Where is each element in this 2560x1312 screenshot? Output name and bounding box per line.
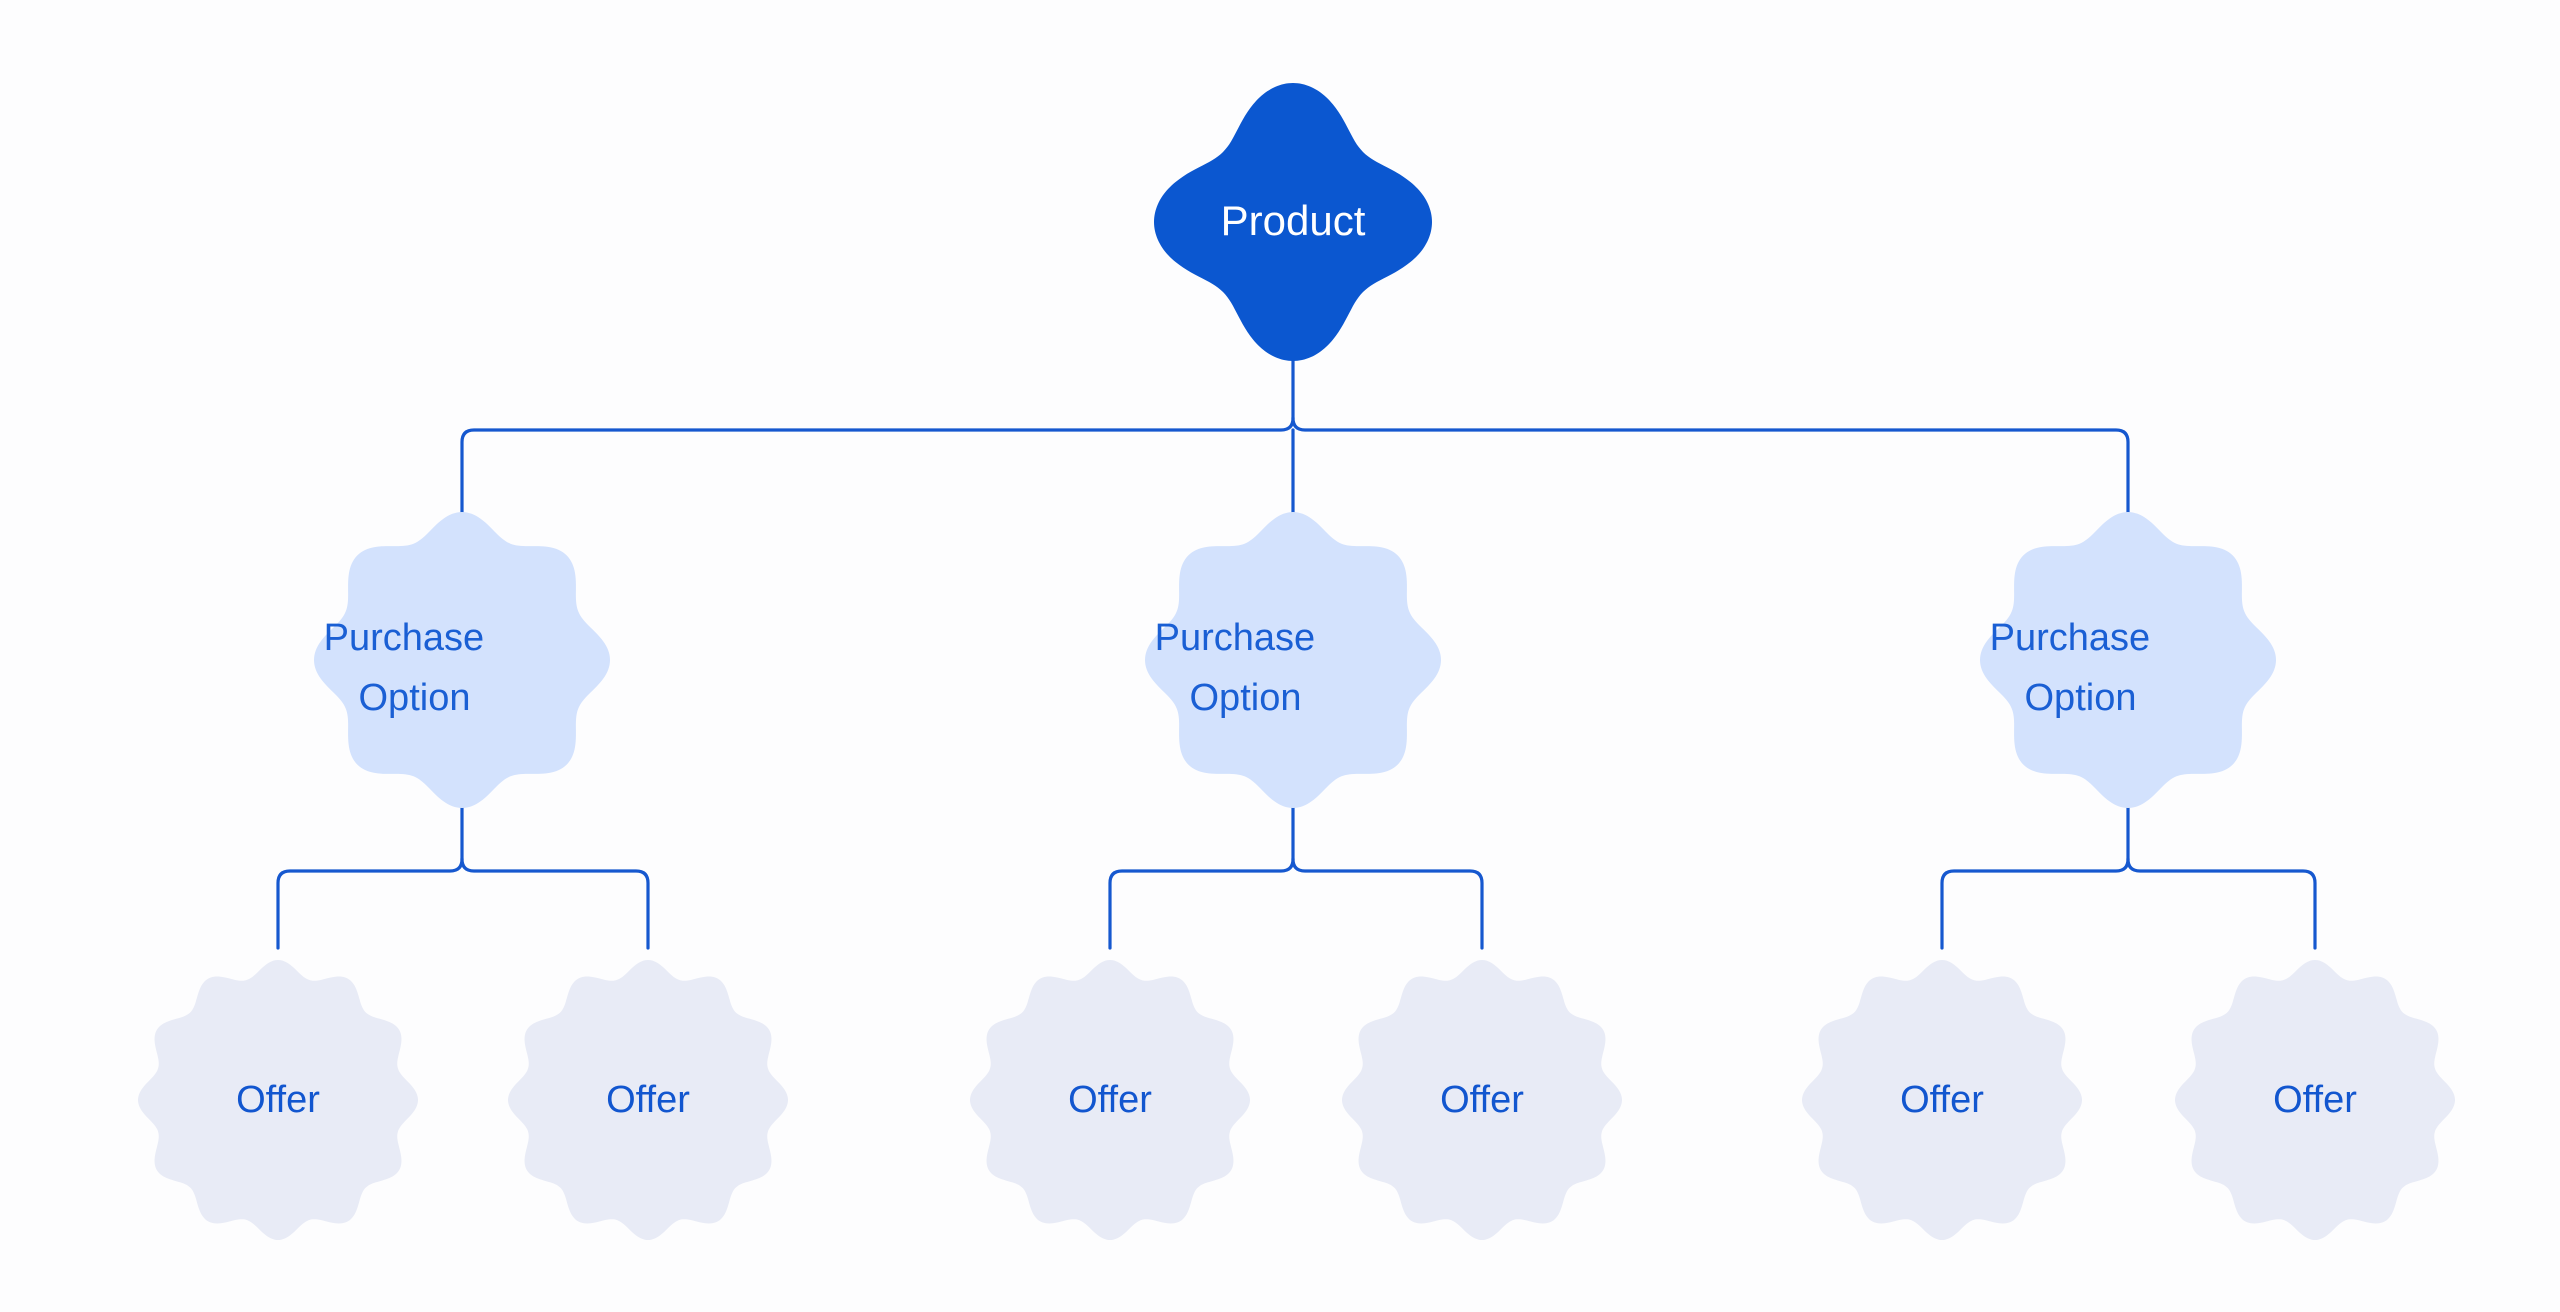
purchase-option-label: Purchase Option bbox=[1155, 617, 1432, 719]
connector-option-3-to-offer-5 bbox=[1940, 857, 2130, 950]
connector-product-to-option-2 bbox=[1291, 416, 2130, 542]
connector-option-2-to-offer-3 bbox=[1108, 857, 1295, 950]
node-purchase-option-3[interactable]: Purchase Option bbox=[1980, 512, 2276, 808]
node-offer-2[interactable]: Offer bbox=[508, 960, 788, 1240]
node-offer-5[interactable]: Offer bbox=[1802, 960, 2082, 1240]
product-label: Product bbox=[1221, 197, 1366, 244]
offer-label: Offer bbox=[1440, 1079, 1524, 1121]
offer-blob-shape bbox=[508, 960, 788, 1240]
connector-option-2-to-offer-4 bbox=[1291, 857, 1484, 950]
purchase-option-label: Purchase Option bbox=[324, 617, 601, 719]
node-product[interactable]: Product bbox=[1154, 83, 1432, 361]
purchase-option-label-line1: Purchase bbox=[1990, 617, 2151, 659]
connector-option-1-to-offer-1 bbox=[276, 857, 464, 950]
purchase-option-label-line1: Purchase bbox=[1155, 617, 1316, 659]
node-offer-4[interactable]: Offer bbox=[1342, 960, 1622, 1240]
purchase-option-label: Purchase Option bbox=[1990, 617, 2267, 719]
purchase-option-blob-shape bbox=[1980, 512, 2276, 808]
offer-label: Offer bbox=[606, 1079, 690, 1121]
offer-blob-shape bbox=[2175, 960, 2455, 1240]
purchase-option-label-line2: Option bbox=[2025, 677, 2137, 719]
node-offer-3[interactable]: Offer bbox=[970, 960, 1250, 1240]
offer-blob-shape bbox=[138, 960, 418, 1240]
offer-label: Offer bbox=[1900, 1079, 1984, 1121]
offer-label: Offer bbox=[1068, 1079, 1152, 1121]
connector-product-to-option-1 bbox=[460, 416, 1295, 542]
node-purchase-option-1[interactable]: Purchase Option bbox=[314, 512, 610, 808]
purchase-option-label-line2: Option bbox=[359, 677, 471, 719]
offer-blob-shape bbox=[970, 960, 1250, 1240]
purchase-option-node-group: Purchase Option Purchase Option Purchase… bbox=[314, 512, 2276, 808]
node-purchase-option-2[interactable]: Purchase Option bbox=[1145, 512, 1441, 808]
purchase-option-blob-shape bbox=[314, 512, 610, 808]
offer-blob-shape bbox=[1342, 960, 1622, 1240]
purchase-option-label-line1: Purchase bbox=[324, 617, 485, 659]
connector-option-3-to-offer-6 bbox=[2126, 857, 2317, 950]
offer-label: Offer bbox=[2273, 1079, 2357, 1121]
connector-option-1-to-offer-2 bbox=[460, 857, 650, 950]
node-offer-1[interactable]: Offer bbox=[138, 960, 418, 1240]
product-blob-shape bbox=[1154, 83, 1432, 361]
offer-label: Offer bbox=[236, 1079, 320, 1121]
purchase-option-blob-shape bbox=[1145, 512, 1441, 808]
node-offer-6[interactable]: Offer bbox=[2175, 960, 2455, 1240]
offer-node-group: Offer Offer Offer Offer Offer Offer bbox=[138, 960, 2455, 1240]
purchase-option-label-line2: Option bbox=[1190, 677, 1302, 719]
offer-blob-shape bbox=[1802, 960, 2082, 1240]
